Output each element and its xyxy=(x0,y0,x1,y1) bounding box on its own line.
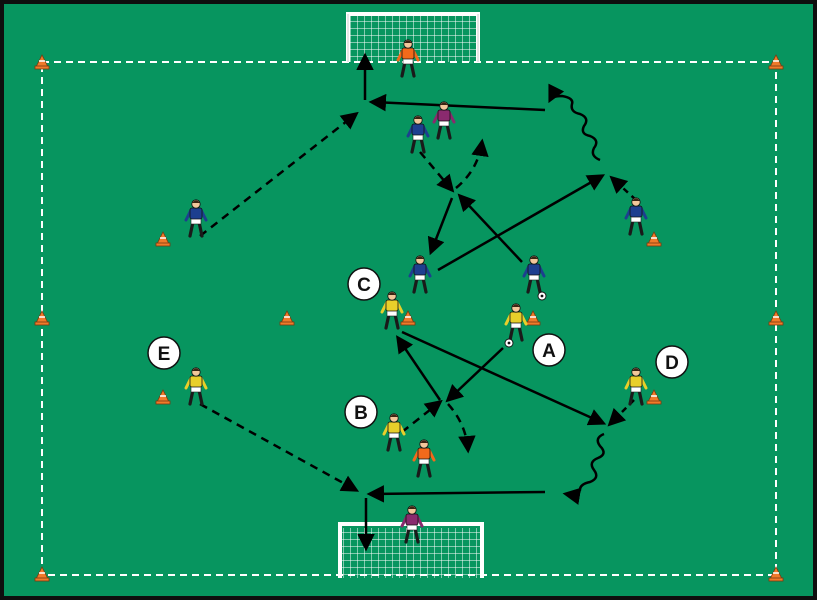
player-d xyxy=(624,367,648,406)
player-labels: A B C D E xyxy=(147,267,689,429)
label-e: E xyxy=(147,336,181,370)
bottom-goal xyxy=(338,522,484,578)
player-b xyxy=(382,413,406,452)
player-orange-bottom xyxy=(412,439,436,478)
player-blue-2 xyxy=(184,199,208,238)
label-c-text: C xyxy=(357,275,371,296)
keeper-bottom xyxy=(400,505,424,544)
label-b: B xyxy=(344,395,378,429)
football-icon xyxy=(504,338,514,348)
player-purple-top xyxy=(432,101,456,140)
label-c: C xyxy=(347,267,381,301)
label-e-text: E xyxy=(158,344,171,365)
player-blue-4 xyxy=(408,255,432,294)
player-blue-1 xyxy=(406,115,430,154)
label-a-text: A xyxy=(542,341,556,362)
player-e xyxy=(184,367,208,406)
players xyxy=(184,39,648,544)
player-c xyxy=(380,291,404,330)
label-b-text: B xyxy=(354,403,368,424)
label-a: A xyxy=(532,333,566,367)
football-icon xyxy=(537,291,547,301)
label-d: D xyxy=(655,345,689,379)
movement-arrows xyxy=(199,52,637,552)
label-d-text: D xyxy=(665,353,679,374)
player-a xyxy=(504,303,528,342)
player-blue-5 xyxy=(522,255,546,294)
keeper-top xyxy=(396,39,420,78)
player-blue-3 xyxy=(624,197,648,236)
